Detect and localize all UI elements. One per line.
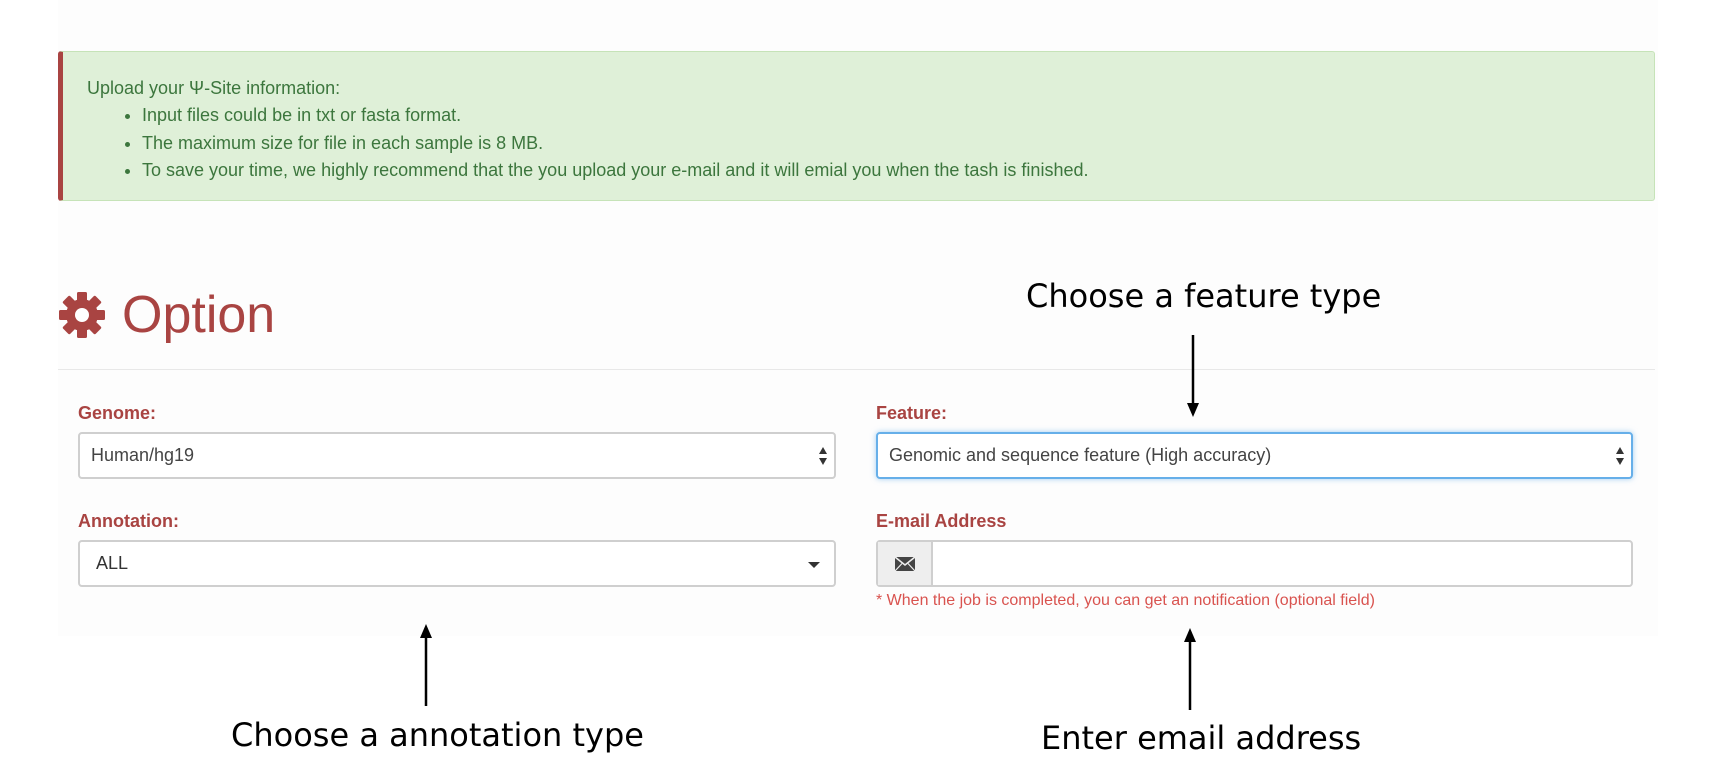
annotation-label: Annotation: <box>78 511 179 531</box>
email-input-group <box>876 540 1633 587</box>
divider <box>58 369 1655 370</box>
feature-select[interactable]: Genomic and sequence feature (High accur… <box>876 432 1633 479</box>
updown-arrows-icon <box>1616 447 1624 465</box>
email-help-text: * When the job is completed, you can get… <box>876 592 1375 609</box>
email-callout: Enter email address <box>1041 719 1362 757</box>
alert-list: Input files could be in txt or fasta for… <box>87 102 1654 185</box>
gear-icon <box>59 292 105 338</box>
upload-info-alert: Upload your Ψ-Site information: Input fi… <box>58 51 1655 201</box>
option-heading: Option <box>58 280 275 350</box>
genome-select[interactable]: Human/hg19 <box>78 432 836 479</box>
arrow-down-icon <box>1187 335 1199 417</box>
updown-arrows-icon <box>819 447 827 465</box>
arrow-up-icon <box>420 624 432 706</box>
feature-select-value: Genomic and sequence feature (High accur… <box>889 445 1272 465</box>
genome-select-value: Human/hg19 <box>91 445 195 465</box>
alert-item: Input files could be in txt or fasta for… <box>142 102 1654 130</box>
email-input[interactable] <box>933 542 1631 585</box>
alert-item: The maximum size for file in each sample… <box>142 130 1654 158</box>
email-label: E-mail Address <box>876 511 1007 531</box>
annotation-callout: Choose a annotation type <box>231 716 644 754</box>
envelope-icon <box>894 555 915 571</box>
feature-callout: Choose a feature type <box>1026 277 1382 315</box>
feature-label: Feature: <box>876 403 948 423</box>
annotation-select[interactable]: ALL <box>78 540 836 587</box>
option-title: Option <box>122 286 276 344</box>
alert-title: Upload your Ψ-Site information: <box>87 78 341 98</box>
alert-item: To save your time, we highly recommend t… <box>142 157 1654 185</box>
annotation-select-value: ALL <box>96 553 129 573</box>
caret-down-icon <box>808 562 820 568</box>
arrow-up-icon <box>1184 628 1196 710</box>
genome-label: Genome: <box>78 403 157 423</box>
email-addon <box>878 542 933 585</box>
